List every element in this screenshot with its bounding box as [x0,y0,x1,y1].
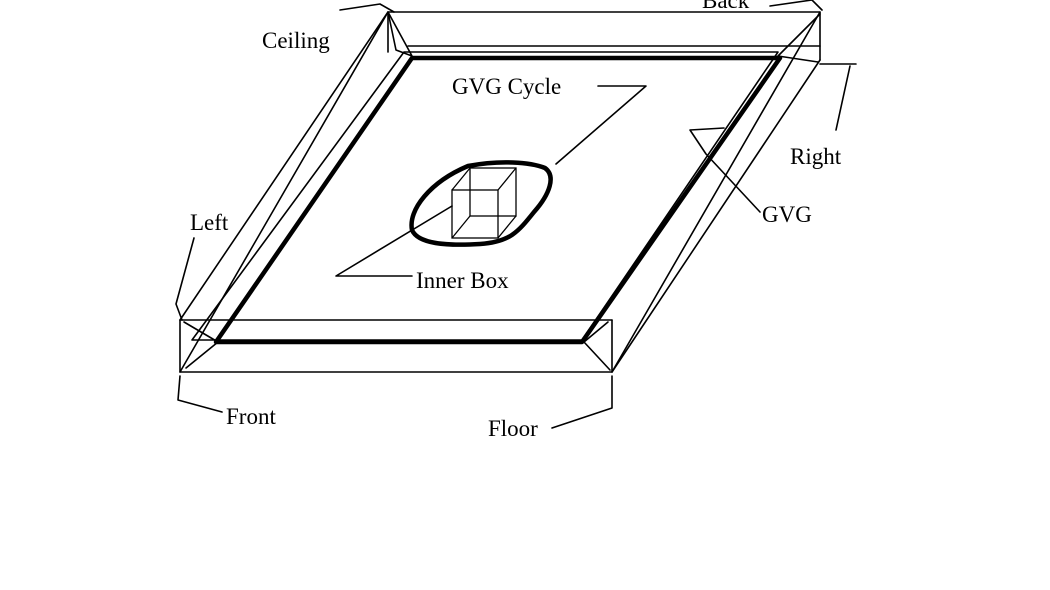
label-ceiling: Ceiling [262,28,330,53]
right-strip-line [611,59,821,373]
label-left: Left [190,210,229,235]
outer-frame [179,11,821,373]
ceiling-leader [339,3,395,13]
label-right: Right [790,144,842,169]
floor-leader [551,375,613,429]
left-leader [175,237,195,321]
label-gvg: GVG [762,202,812,227]
label-back: Back [702,0,750,13]
corner-bevel-top-right [777,13,821,63]
label-front: Front [226,404,276,429]
right-leader [835,65,851,131]
gvg-cycle-loop [409,160,553,247]
gvg-cycle-leader [555,85,647,165]
gvg-boundary [213,55,783,345]
label-floor: Floor [488,416,538,441]
gvg-leader [689,127,761,213]
inner-box-leader [335,205,453,277]
corner-bevel-bottom-right [583,321,611,371]
label-gvg-cycle: GVG Cycle [452,74,561,99]
left-strip-line [179,11,389,321]
label-inner-box: Inner Box [416,268,509,293]
back-leader [769,0,823,11]
corner-bevel-top-left [387,11,413,57]
front-leader [177,375,223,413]
inner-box-cube [451,167,517,239]
